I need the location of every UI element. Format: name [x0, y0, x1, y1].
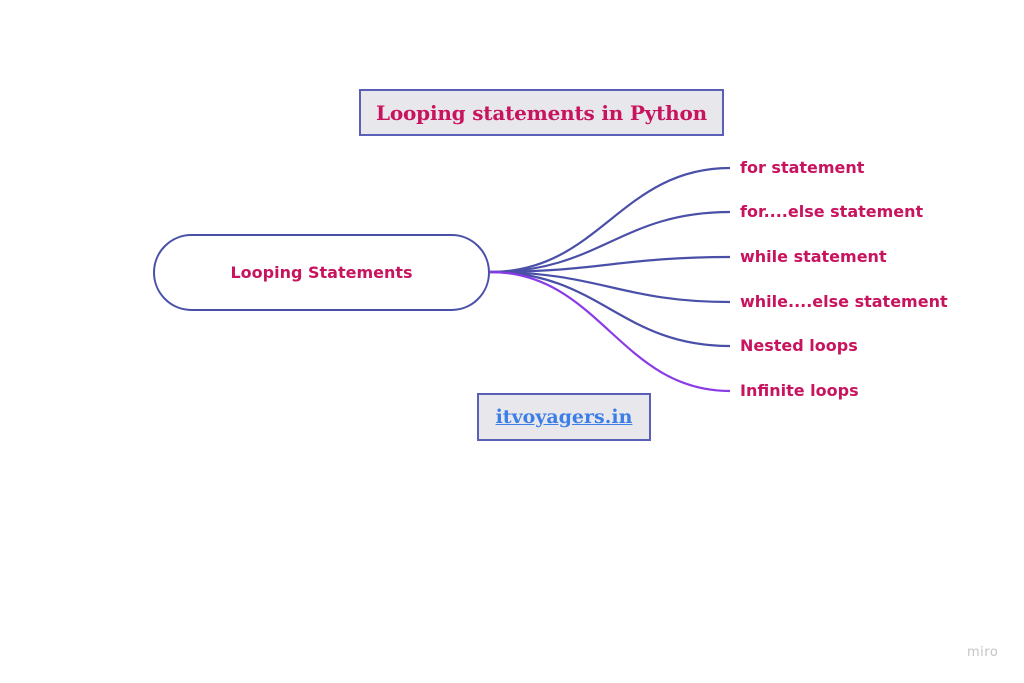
connector-while-statement: [489, 255, 731, 274]
branch-for-statement[interactable]: for statement: [740, 158, 865, 177]
branch-infinite-loops[interactable]: Infinite loops: [740, 381, 859, 400]
connector-for-statement: [489, 166, 731, 274]
branch-while-else-statement[interactable]: while....else statement: [740, 292, 948, 311]
branch-nested-loops[interactable]: Nested loops: [740, 336, 858, 355]
website-link-box: itvoyagers.in: [477, 393, 651, 441]
branch-for-else-statement[interactable]: for....else statement: [740, 202, 924, 221]
connector-infinite-loops: [489, 270, 731, 393]
miro-watermark: miro: [967, 645, 999, 660]
diagram-title: Looping statements in Python: [376, 100, 707, 125]
root-node[interactable]: Looping Statements: [153, 234, 490, 311]
branch-while-statement[interactable]: while statement: [740, 247, 887, 266]
connector-for-else-statement: [489, 210, 731, 274]
connector-nested-loops: [489, 270, 731, 348]
root-node-label: Looping Statements: [230, 263, 413, 282]
title-box: Looping statements in Python: [359, 89, 724, 136]
website-link[interactable]: itvoyagers.in: [495, 406, 633, 428]
connector-while-else-statement: [489, 270, 731, 304]
